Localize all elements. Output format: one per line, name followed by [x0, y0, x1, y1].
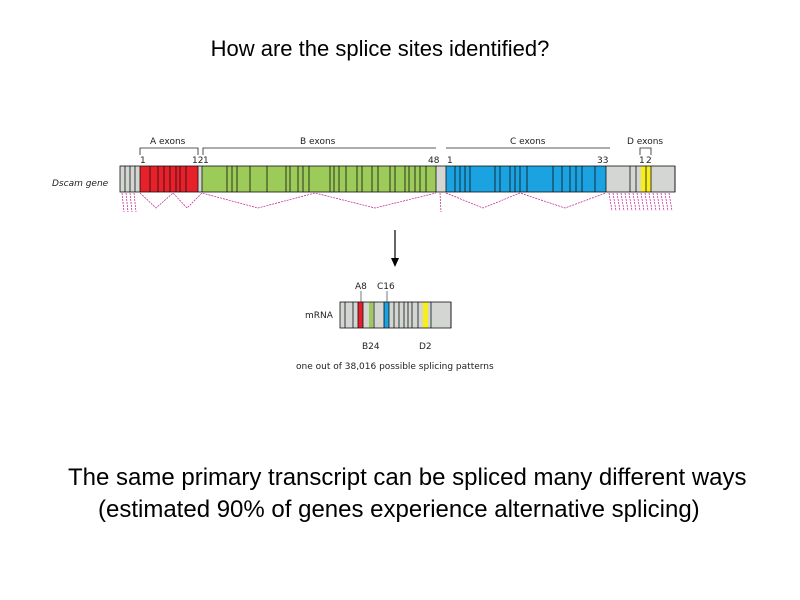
- gene-bar: [119, 165, 676, 193]
- label-a8: A8: [355, 282, 367, 292]
- splice-tick: [616, 192, 621, 212]
- splice-lines: [121, 192, 673, 213]
- label-b24: B24: [362, 342, 380, 352]
- splice-tick: [648, 192, 653, 212]
- splice-tick: [656, 192, 661, 212]
- splice-tick: [632, 192, 637, 212]
- a-first: 1: [140, 156, 146, 166]
- mrna-exon-d2: [423, 302, 428, 328]
- splice-tick: [608, 192, 613, 212]
- splice-tick: [664, 192, 669, 212]
- mrna-bar: [339, 301, 452, 329]
- splice-tick: [660, 192, 665, 212]
- splice-tick: [612, 192, 617, 212]
- down-arrow-icon: [391, 230, 399, 267]
- body-text: The same primary transcript can be splic…: [68, 464, 747, 523]
- mrna-label: mRNA: [305, 311, 334, 321]
- splice-tick: [125, 192, 129, 213]
- mrna-exon-b24: [369, 302, 373, 328]
- splice-tick: [640, 192, 645, 212]
- d-last: 2: [646, 156, 652, 166]
- splice-tick: [624, 192, 629, 212]
- group-label-a: A exons: [150, 137, 186, 147]
- label-c16: C16: [377, 282, 395, 292]
- group-label-b: B exons: [300, 137, 336, 147]
- exon-block-c: [446, 166, 606, 192]
- slide-title: How are the splice sites identified?: [210, 36, 550, 61]
- c-last: 33: [597, 156, 608, 166]
- a-last: 12: [192, 156, 203, 166]
- gene-outline: [119, 165, 676, 193]
- splice-tick: [628, 192, 633, 212]
- gene-label: Dscam gene: [52, 179, 109, 189]
- d-first: 1: [639, 156, 645, 166]
- splice-tick: [439, 192, 442, 213]
- b-last: 48: [428, 156, 440, 166]
- b-first: 1: [203, 156, 209, 166]
- group-label-c: C exons: [510, 137, 546, 147]
- splice-tick: [636, 192, 641, 212]
- splice-tick: [121, 192, 125, 213]
- exon-block-a: [140, 166, 198, 192]
- mrna-exon-a8: [358, 302, 363, 328]
- mrna-background: [340, 302, 451, 328]
- label-d2: D2: [419, 342, 432, 352]
- splice-path: [139, 192, 607, 209]
- splice-tick: [129, 192, 133, 213]
- c-first: 1: [447, 156, 453, 166]
- splice-tick: [133, 192, 137, 213]
- exon-brackets: [139, 147, 652, 155]
- mrna-outline: [339, 301, 452, 329]
- group-label-d: D exons: [627, 137, 663, 147]
- mrna-exon-c16: [384, 302, 389, 328]
- splice-tick: [644, 192, 649, 212]
- splice-tick: [620, 192, 625, 212]
- exon-block-b: [202, 166, 436, 192]
- splice-tick: [668, 192, 673, 212]
- caption: one out of 38,016 possible splicing patt…: [296, 362, 494, 372]
- splice-tick: [652, 192, 657, 212]
